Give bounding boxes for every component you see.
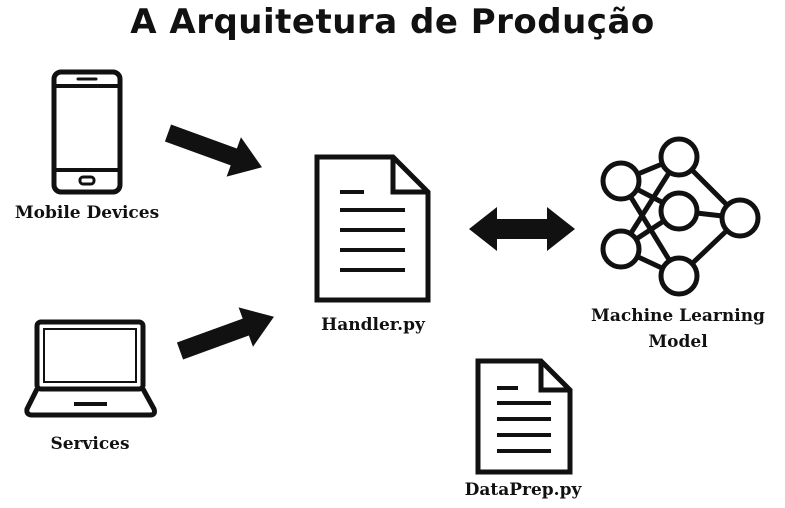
- bidirectional-arrow: [469, 207, 575, 251]
- handler-label: Handler.py: [321, 315, 425, 335]
- mobile-devices-label: Mobile Devices: [14, 203, 160, 223]
- laptop-icon: [24, 319, 157, 418]
- smartphone-icon: [51, 69, 123, 195]
- model-label-line2: Model: [648, 332, 708, 352]
- dataprep-label: DataPrep.py: [464, 480, 582, 500]
- document-icon: [314, 154, 431, 303]
- diagram-title: A Arquitetura de Produção: [130, 2, 655, 42]
- arrow-services-to-handler: [176, 307, 274, 360]
- neural-network-icon: [600, 136, 761, 297]
- model-label-line1: Machine Learning: [591, 306, 765, 326]
- model-label: Machine Learning Model: [583, 303, 773, 355]
- services-label: Services: [50, 434, 130, 454]
- dataprep-document-icon: [475, 358, 573, 475]
- arrow-mobile-to-handler: [164, 124, 262, 177]
